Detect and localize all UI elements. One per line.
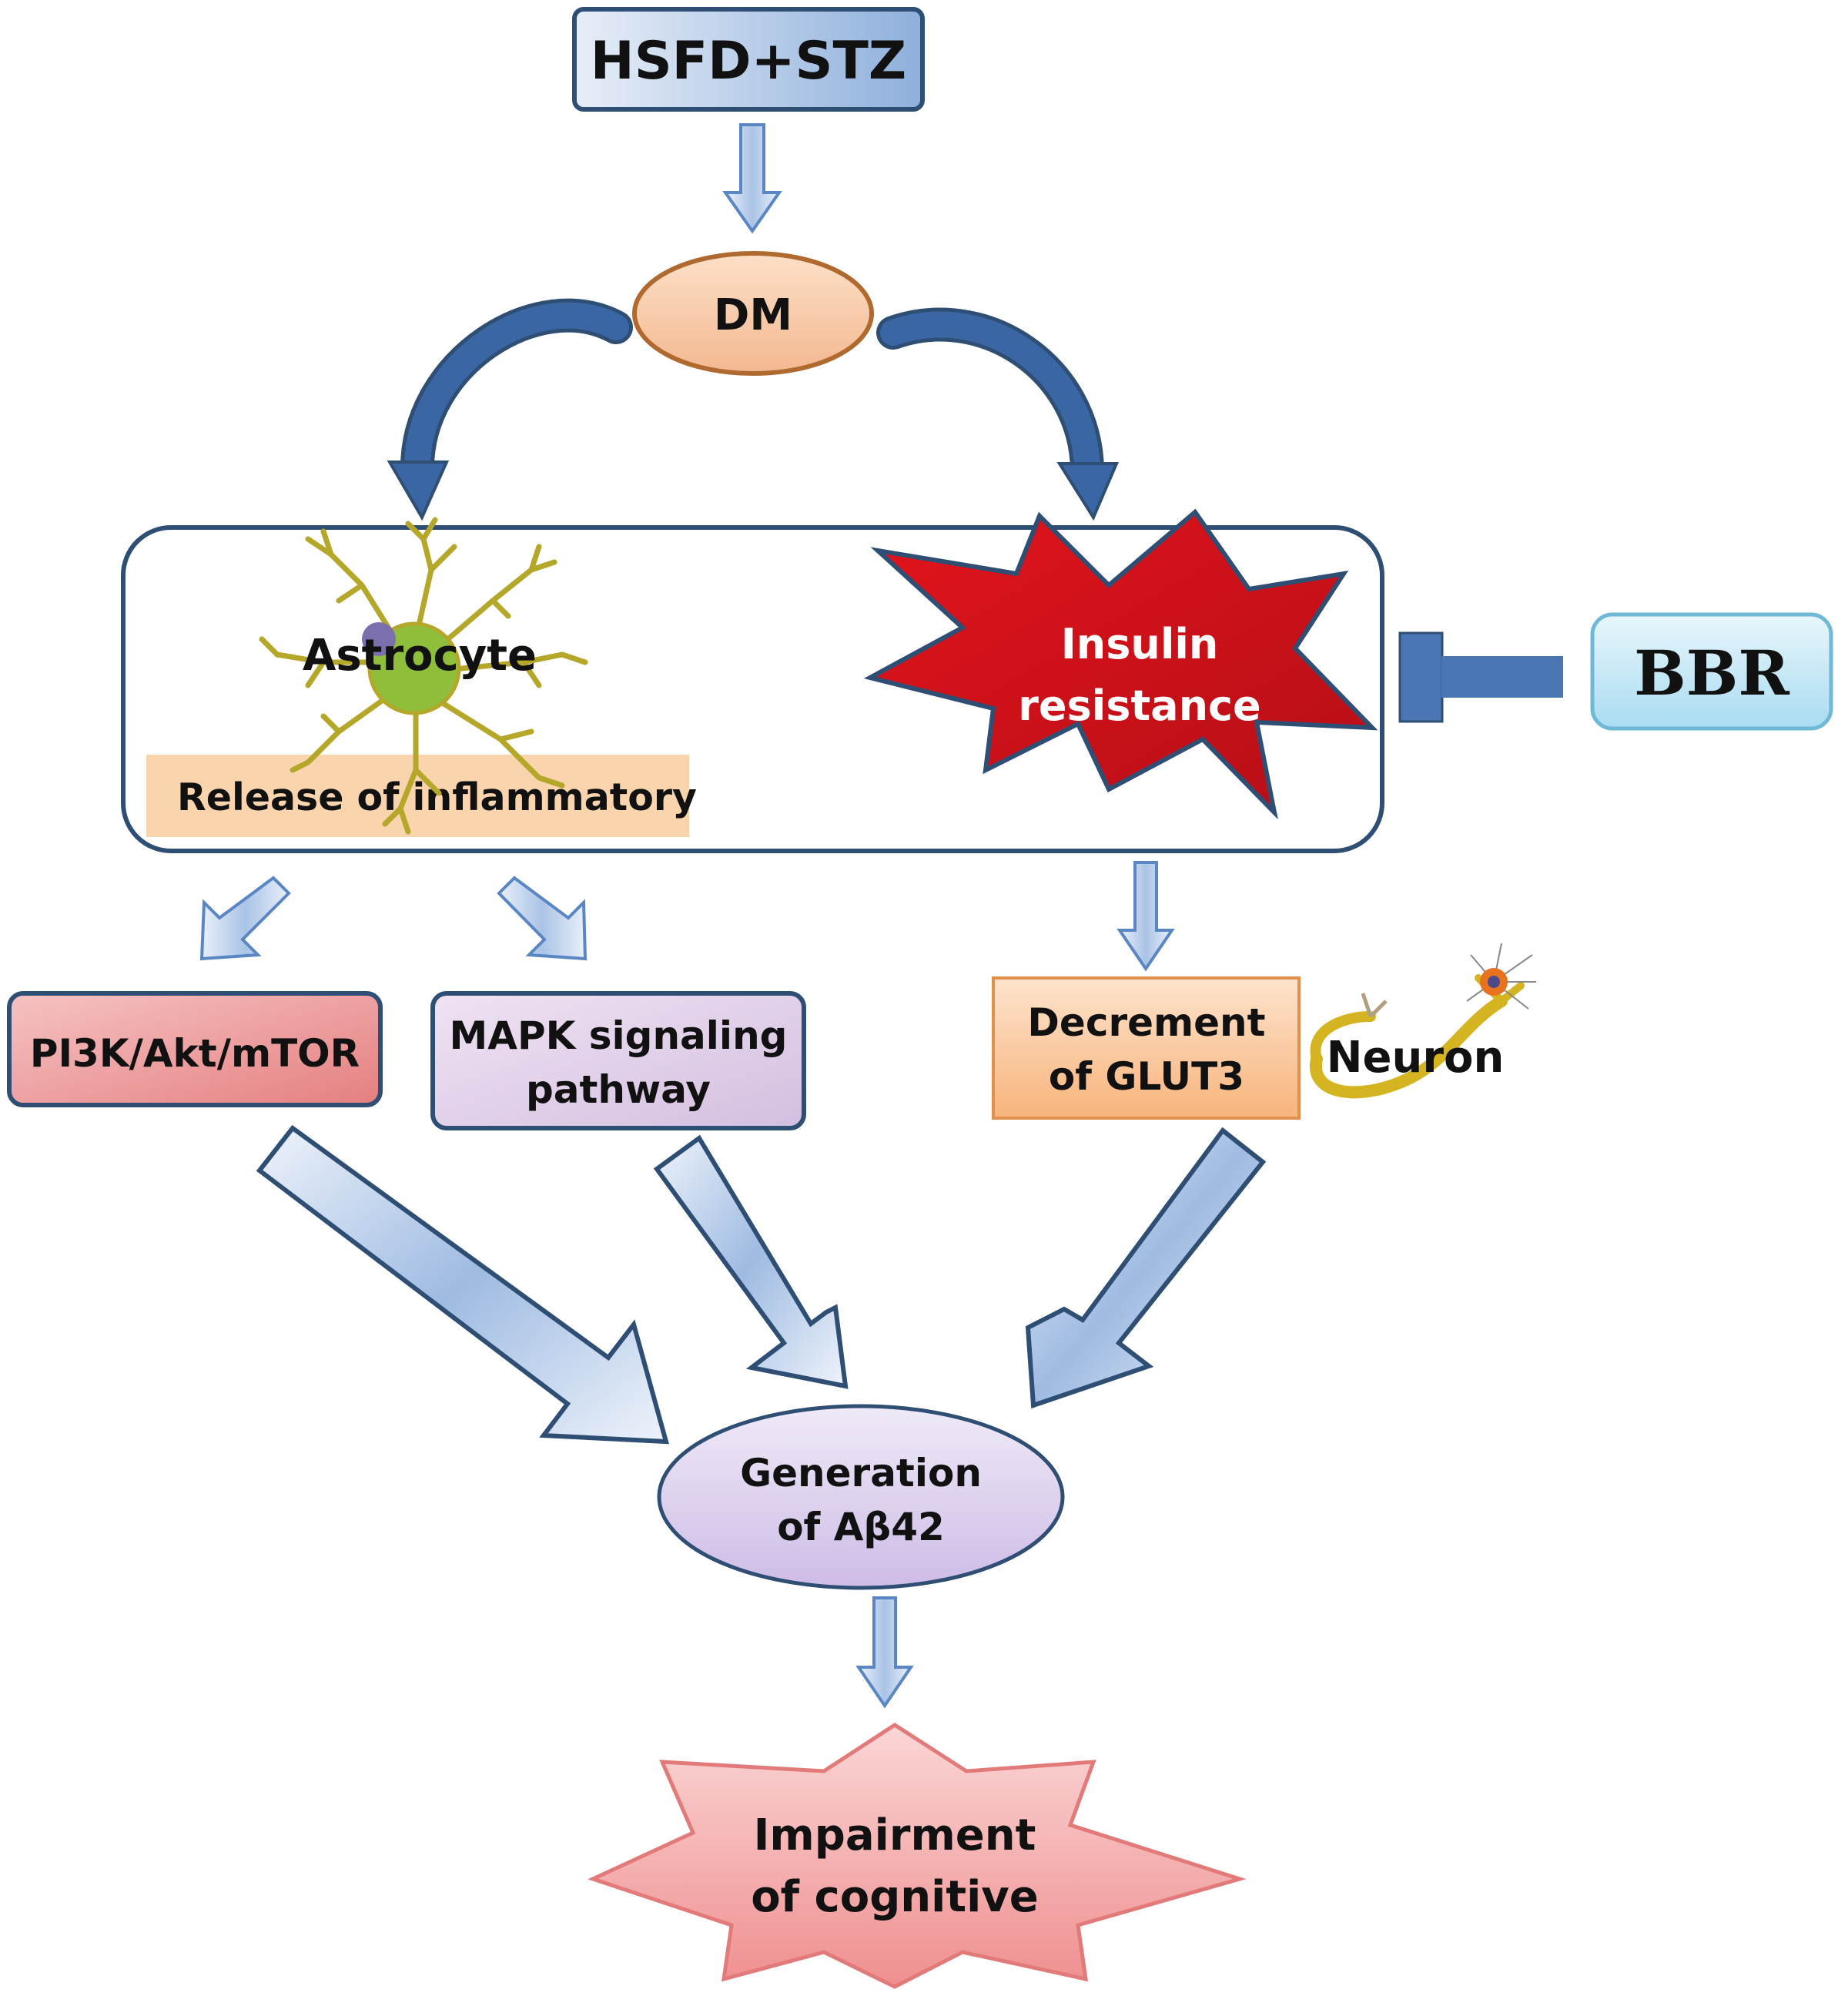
- big-arrow-glut3-to-abeta: [1025, 1127, 1267, 1409]
- mapk-box: MAPK signaling pathway: [430, 991, 806, 1130]
- abeta-node: Generation of Aβ42: [657, 1404, 1065, 1590]
- impairment-label-line1: Impairment: [754, 1810, 1036, 1860]
- arrow-to-mapk: [497, 876, 588, 961]
- arrow-hsfd-to-dm: [722, 123, 782, 234]
- neuron-label: Neuron: [1327, 1033, 1505, 1083]
- dm-node: DM: [632, 251, 874, 376]
- inflammatory-banner: Release of inflammatory: [146, 755, 697, 837]
- insulin-label-line1: Insulin: [1061, 620, 1219, 668]
- abeta-label-line1: Generation: [740, 1451, 982, 1495]
- dm-label: DM: [714, 290, 792, 340]
- mapk-label-line1: MAPK signaling: [450, 1013, 788, 1058]
- astrocyte-illustration: [259, 517, 588, 835]
- neuron-illustration: [1309, 943, 1536, 1099]
- glut3-box: Decrement of GLUT3: [992, 976, 1301, 1120]
- arrow-to-glut3: [1116, 861, 1175, 972]
- impairment-label-line2: of cognitive: [751, 1872, 1039, 1922]
- bbr-inhibition-bar: [1398, 631, 1563, 723]
- impairment-starburst: Impairment of cognitive: [588, 1723, 1247, 1989]
- astrocyte-label: Astrocyte: [303, 631, 537, 681]
- curved-arrow-left: [387, 298, 633, 521]
- bbr-label: BBR: [1634, 637, 1789, 709]
- pi3k-label: PI3K/Akt/mTOR: [30, 1031, 360, 1076]
- big-arrow-mapk-to-abeta: [653, 1134, 849, 1389]
- curved-arrow-right: [876, 307, 1120, 521]
- bbr-box: BBR: [1590, 612, 1833, 731]
- glut3-label-line2: of GLUT3: [1049, 1054, 1244, 1099]
- arrow-abeta-to-impairment: [855, 1596, 914, 1709]
- hsfd-stz-box: HSFD+STZ: [572, 7, 925, 112]
- abeta-label-line2: of Aβ42: [777, 1505, 945, 1549]
- inflammatory-label: Release of inflammatory: [177, 775, 697, 819]
- hsfd-stz-label: HSFD+STZ: [591, 31, 906, 92]
- mapk-label-line2: pathway: [526, 1067, 711, 1112]
- arrow-to-pi3k: [199, 876, 291, 961]
- big-arrow-pi3k-to-abeta: [256, 1124, 669, 1445]
- insulin-resistance-starburst: Insulin resistance: [863, 508, 1378, 820]
- glut3-label-line1: Decrement: [1027, 1000, 1265, 1045]
- insulin-label-line2: resistance: [1018, 682, 1260, 730]
- pi3k-box: PI3K/Akt/mTOR: [7, 991, 383, 1107]
